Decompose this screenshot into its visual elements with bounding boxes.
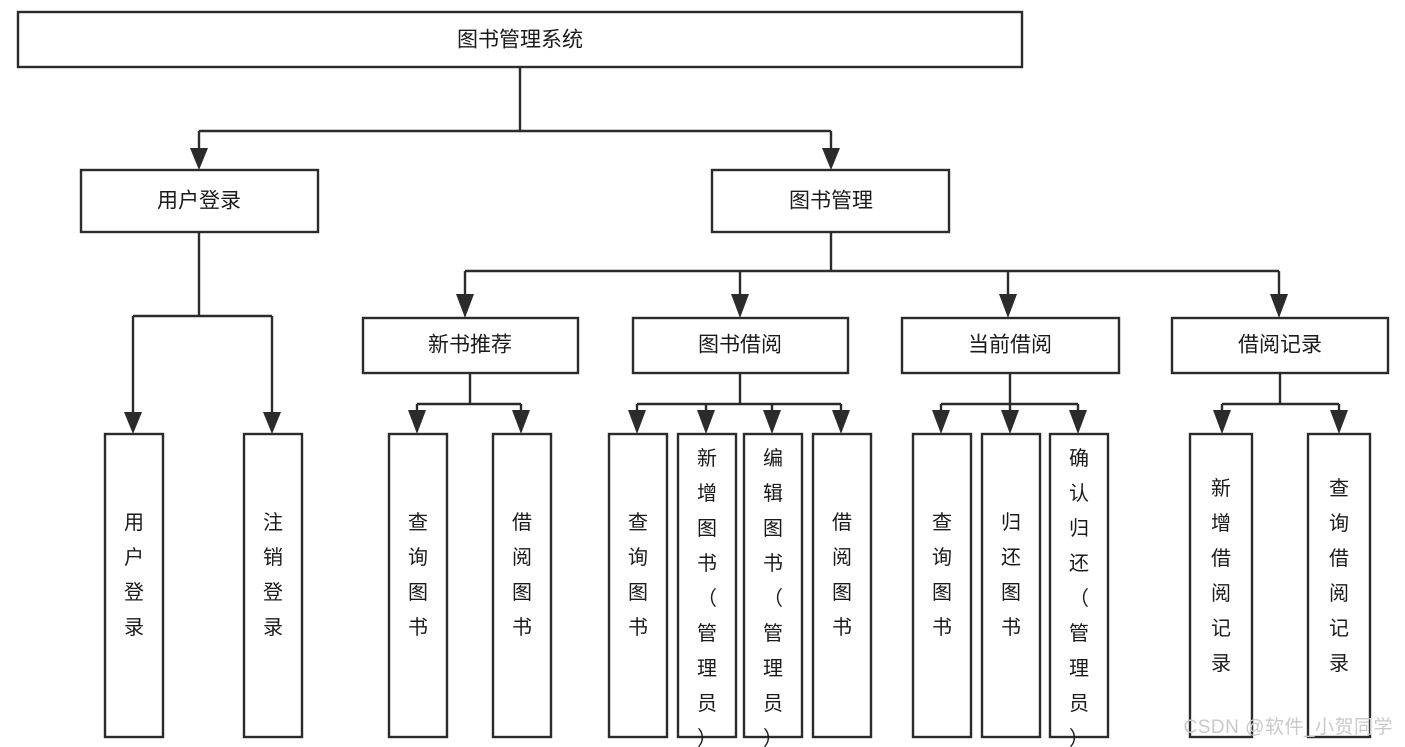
leaf-book-borrow-query-label: 查询图书 [628, 511, 648, 639]
leaf-user-login-logout[interactable]: 注销登录 [242, 432, 304, 739]
node-root-label: 图书管理系统 [457, 29, 583, 52]
node-book-management-box[interactable] [710, 168, 951, 234]
leaf-book-borrow-query-box[interactable] [607, 432, 669, 739]
leaf-borrow-records-add-box[interactable] [1188, 432, 1254, 739]
node-user-login-box[interactable] [79, 168, 320, 234]
arrow-current-borrow-leaf1 [932, 410, 950, 434]
leaf-book-borrow-query[interactable]: 查询图书 [607, 432, 669, 739]
arrow-root-to-user-login [190, 148, 208, 170]
arrow-root-to-book-mgmt [822, 148, 840, 170]
node-book-borrow-label: 图书借阅 [698, 334, 782, 357]
node-new-book-recommend[interactable]: 新书推荐 [361, 316, 580, 375]
arrow-book-borrow-leaf2 [697, 410, 715, 434]
node-root[interactable]: 图书管理系统 [16, 10, 1024, 69]
leaf-book-borrow-borrow-box[interactable] [811, 432, 873, 739]
leaf-current-borrow-query[interactable]: 查询图书 [911, 432, 973, 739]
leaf-book-borrow-edit-box[interactable] [742, 432, 804, 739]
leaf-current-borrow-confirm[interactable]: 确认归还（管理员） [1048, 432, 1110, 747]
arrow-book-borrow-leaf4 [832, 410, 850, 434]
leaf-book-borrow-borrow-label: 借阅图书 [832, 511, 852, 639]
leaf-current-borrow-confirm-label: 确认归还（管理员） [1069, 447, 1089, 747]
leaf-book-borrow-add-label: 新增图书（管理员） [697, 447, 717, 747]
leaf-user-login-login-label: 用户登录 [124, 512, 144, 639]
node-new-book-recommend-box[interactable] [361, 316, 580, 375]
node-user-login-label: 用户登录 [157, 190, 241, 213]
leaf-user-login-logout-box[interactable] [242, 432, 304, 739]
leaf-book-borrow-borrow[interactable]: 借阅图书 [811, 432, 873, 739]
leaf-book-borrow-add-box[interactable] [676, 432, 738, 739]
leaf-book-borrow-edit-label: 编辑图书（管理员） [763, 447, 783, 747]
node-new-book-recommend-label: 新书推荐 [428, 334, 512, 357]
arrow-current-borrow-leaf3 [1069, 410, 1087, 434]
node-user-login[interactable]: 用户登录 [79, 168, 320, 234]
leaf-current-borrow-query-box[interactable] [911, 432, 973, 739]
arrow-to-book-borrow [731, 294, 749, 318]
arrow-user-login-leaf1 [124, 412, 142, 434]
node-book-borrow-box[interactable] [631, 316, 850, 375]
arrow-new-books-leaf2 [512, 410, 530, 434]
leaf-new-books-query-box[interactable] [387, 432, 449, 739]
arrow-to-new-books [456, 294, 474, 318]
leaf-borrow-records-query-label: 查询借阅记录 [1329, 477, 1349, 675]
leaf-current-borrow-return[interactable]: 归还图书 [980, 432, 1042, 739]
node-book-management[interactable]: 图书管理 [710, 168, 951, 234]
arrow-borrow-records-leaf2 [1330, 410, 1348, 434]
node-root-box[interactable] [16, 10, 1024, 69]
leaf-new-books-query[interactable]: 查询图书 [387, 432, 449, 739]
connector-layer [124, 67, 1348, 434]
leaf-current-borrow-return-box[interactable] [980, 432, 1042, 739]
arrow-to-current-borrow [999, 294, 1017, 318]
leaf-user-login-login[interactable]: 用户登录 [103, 432, 165, 739]
node-book-borrow[interactable]: 图书借阅 [631, 316, 850, 375]
arrow-book-borrow-leaf1 [628, 410, 646, 434]
node-current-borrow-box[interactable] [900, 316, 1121, 375]
leaf-new-books-borrow-label: 借阅图书 [512, 511, 532, 639]
node-borrow-records[interactable]: 借阅记录 [1170, 316, 1390, 375]
arrow-to-borrow-records [1270, 294, 1288, 318]
leaf-current-borrow-query-label: 查询图书 [932, 511, 952, 639]
leaf-borrow-records-query-box[interactable] [1306, 432, 1372, 739]
leaf-borrow-records-add[interactable]: 新增借阅记录 [1188, 432, 1254, 739]
node-current-borrow-label: 当前借阅 [968, 334, 1052, 357]
node-borrow-records-label: 借阅记录 [1238, 334, 1322, 357]
leaf-book-borrow-edit[interactable]: 编辑图书（管理员） [742, 432, 804, 747]
leaf-new-books-query-label: 查询图书 [408, 511, 428, 639]
arrow-new-books-leaf1 [408, 410, 426, 434]
leaf-current-borrow-confirm-box[interactable] [1048, 432, 1110, 739]
watermark-text: CSDN @软件_小贺同学 [1183, 717, 1393, 738]
leaf-new-books-borrow[interactable]: 借阅图书 [491, 432, 553, 739]
node-current-borrow[interactable]: 当前借阅 [900, 316, 1121, 375]
node-book-management-label: 图书管理 [789, 190, 873, 213]
leaf-borrow-records-query[interactable]: 查询借阅记录 [1306, 432, 1372, 739]
leaf-user-login-logout-label: 注销登录 [263, 511, 283, 639]
leaf-borrow-records-add-label: 新增借阅记录 [1211, 477, 1231, 675]
leaf-current-borrow-return-label: 归还图书 [1001, 511, 1021, 639]
arrow-borrow-records-leaf1 [1213, 410, 1231, 434]
arrow-user-login-leaf2 [263, 412, 281, 434]
arrow-current-borrow-leaf2 [1001, 410, 1019, 434]
leaf-book-borrow-add[interactable]: 新增图书（管理员） [676, 432, 738, 747]
leaf-user-login-login-box[interactable] [103, 432, 165, 739]
arrow-book-borrow-leaf3 [763, 410, 781, 434]
node-borrow-records-box[interactable] [1170, 316, 1390, 375]
leaf-new-books-borrow-box[interactable] [491, 432, 553, 739]
